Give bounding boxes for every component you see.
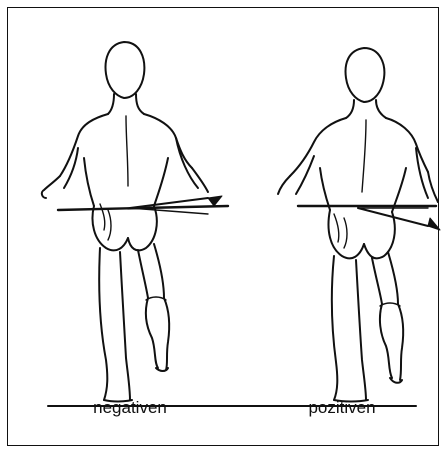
label-negative: negativen: [50, 398, 210, 418]
runners-illustration: [8, 8, 448, 463]
figure-negative: [42, 42, 228, 402]
label-positive: pozitiven: [262, 398, 422, 418]
figure-positive: [278, 48, 440, 402]
figure-frame: [7, 7, 439, 446]
